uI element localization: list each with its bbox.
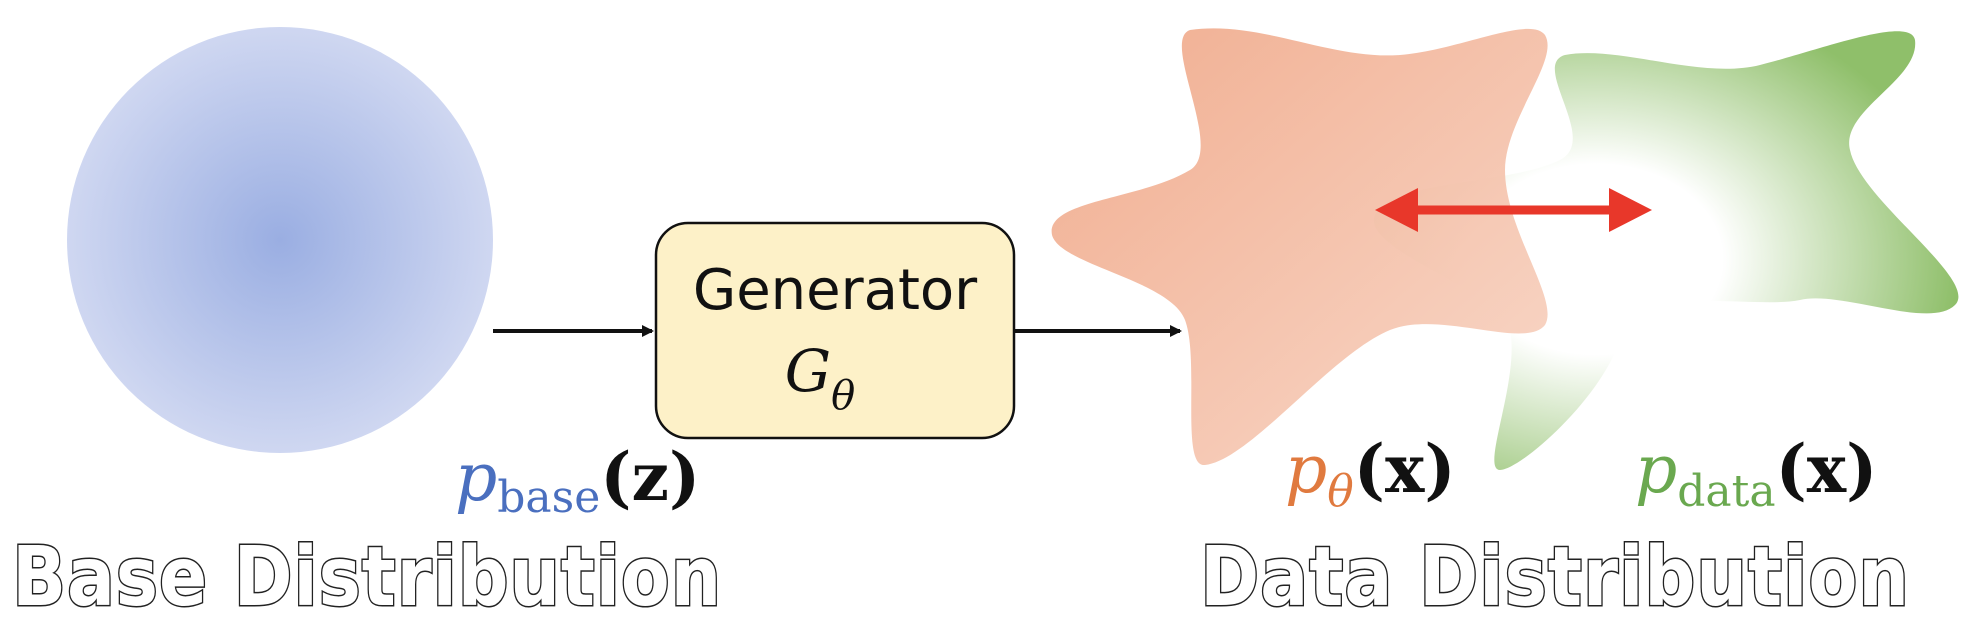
data-distribution-shape	[1373, 31, 1959, 470]
model-density-label: pθ(x)	[1285, 430, 1456, 517]
data-distribution-title: Data Distribution	[1200, 530, 1910, 625]
divergence-arrow	[1375, 188, 1652, 232]
generator-label: Generator	[693, 258, 978, 323]
base-density-label: pbase(z)	[455, 438, 700, 523]
base-distribution-title: Base Distribution	[12, 530, 722, 625]
base-distribution-circle	[67, 27, 493, 453]
generator-box: Generator Gθ	[654, 221, 1016, 440]
generator-symbol: Gθ	[785, 337, 855, 419]
model-distribution-shape	[1051, 28, 1548, 466]
data-density-label: pdata(x)	[1635, 430, 1877, 517]
